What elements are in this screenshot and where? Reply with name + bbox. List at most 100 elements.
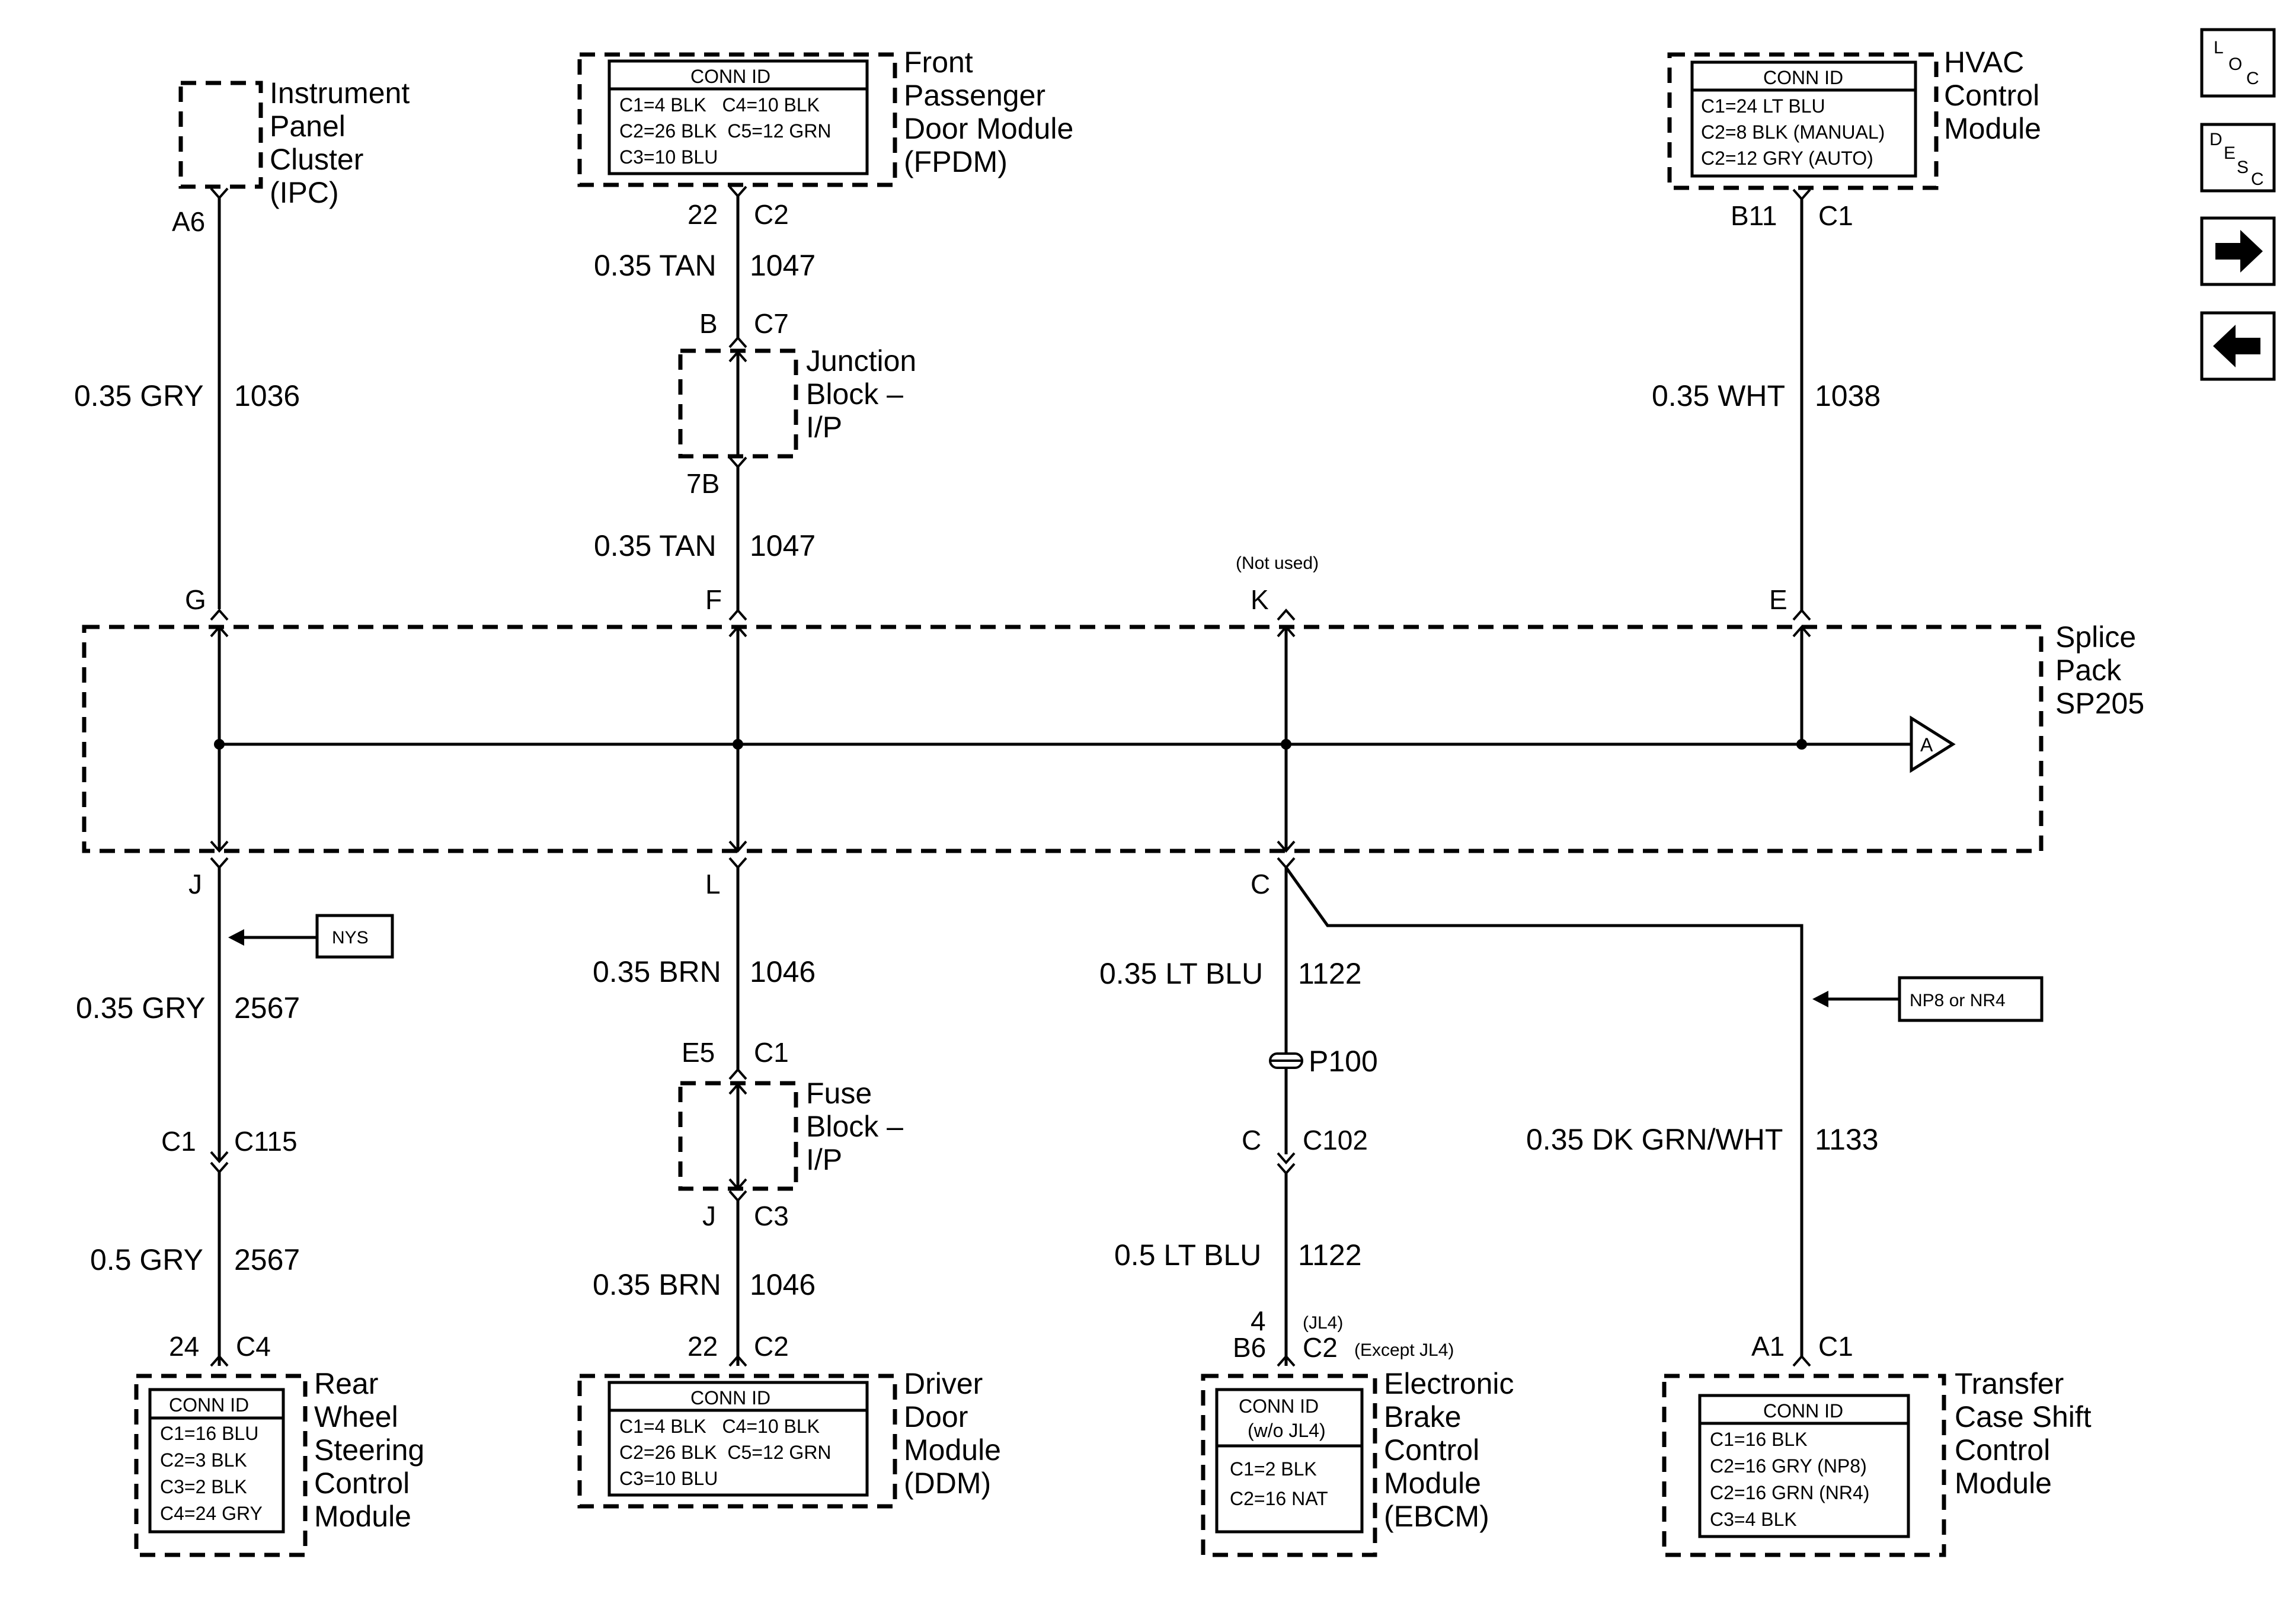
- fpdm-label-4: (FPDM): [904, 145, 1008, 178]
- ipc-label-1: Instrument: [270, 76, 410, 110]
- rwsc-conn-row-3: C3=2 BLK: [160, 1476, 247, 1497]
- wire-ipc-1036-gauge: 0.35 GRY: [74, 379, 204, 412]
- ddm-label-4: (DDM): [904, 1467, 991, 1500]
- tcsm-label-3: Control: [1955, 1433, 2050, 1467]
- nys-option-box: [315, 914, 394, 959]
- ebcm-label-2: Brake: [1384, 1400, 1462, 1433]
- tcsm-conn-id-box: [1698, 1394, 1910, 1538]
- hvac-label: HVAC Control Module: [1944, 46, 2041, 145]
- ebcm-label-4: Module: [1384, 1467, 1481, 1500]
- ipc-label-2: Panel: [270, 110, 346, 143]
- fpdm-connector: [728, 185, 747, 199]
- wire-ddm-1046b-gauge: 0.35 BRN: [593, 1268, 721, 1301]
- pin-7b: 7B: [686, 468, 720, 499]
- fpdm-label-3: Door Module: [904, 112, 1073, 145]
- tcsm-conn-title: CONN ID: [1763, 1400, 1843, 1422]
- tcsm-conn-row-3: C2=16 GRN (NR4): [1710, 1482, 1869, 1503]
- junction-label: Junction Block – I/P: [806, 344, 916, 444]
- ebcm-label-3: Control: [1384, 1433, 1479, 1467]
- ddm-connector: [728, 1354, 747, 1367]
- hvac-connector-e: [1792, 608, 1811, 621]
- hvac-conn-row-1: C1=24 LT BLU: [1701, 95, 1825, 117]
- ebcm-conn-id-box: [1215, 1388, 1364, 1534]
- pin-c1-tcsm: C1: [1818, 1331, 1853, 1362]
- pin-e5: E5: [682, 1037, 715, 1068]
- fpdm-conn-row-2: C2=26 BLK C5=12 GRN: [619, 120, 832, 142]
- pin-e: E: [1769, 584, 1787, 615]
- fpdm-conn-id-box: [607, 59, 869, 175]
- rwsc-label-1: Rear: [314, 1367, 378, 1400]
- pin-j-fuse: J: [702, 1201, 716, 1231]
- pin-g: G: [185, 584, 206, 615]
- arrow-right-icon: [2215, 230, 2263, 273]
- rwsc-connector: [210, 1354, 229, 1367]
- desc-letter-2: E: [2224, 143, 2236, 163]
- junction-connector-top: [728, 335, 747, 348]
- desc-letter-1: D: [2209, 130, 2223, 149]
- c102-connector-top: [1277, 1152, 1296, 1165]
- fuse-label-2: Block –: [806, 1110, 903, 1143]
- fpdm-conn-row-3: C3=10 BLU: [619, 146, 718, 168]
- loc-button[interactable]: L O C: [2200, 28, 2276, 98]
- splice-label-2: Pack: [2055, 654, 2122, 687]
- tcsm-connector: [1792, 1354, 1811, 1367]
- pin-c3: C3: [754, 1201, 789, 1231]
- splice-label-1: Splice: [2055, 620, 2136, 654]
- loc-letter-3: C: [2246, 69, 2259, 88]
- ipc-connector-j: [210, 857, 229, 870]
- np8-option-label: NP8 or NR4: [1910, 991, 2006, 1010]
- pin-c7: C7: [754, 308, 789, 339]
- wire-ipc-2567b-circuit: 2567: [234, 1243, 300, 1276]
- ebcm-connector: [1277, 1354, 1296, 1367]
- loc-letter-2: O: [2228, 55, 2242, 74]
- desc-button[interactable]: D E S C: [2200, 123, 2276, 193]
- ebcm-conn-sub: (w/o JL4): [1248, 1420, 1326, 1441]
- c115-connector-top: [210, 1151, 229, 1164]
- pin-c1-ipc: C1: [161, 1126, 196, 1157]
- hvac-label-1: HVAC: [1944, 46, 2024, 79]
- ddm-conn-id-box: [607, 1381, 869, 1497]
- pin-b: B: [699, 308, 718, 339]
- c102-connector-bot: [1277, 1163, 1296, 1176]
- ebcm-conn-row-1: C1=2 BLK: [1230, 1458, 1317, 1480]
- tcsm-outline: [1662, 1374, 1946, 1557]
- wire-hvac-1038-circuit: 1038: [1815, 379, 1881, 412]
- desc-letter-3: S: [2237, 158, 2249, 177]
- pin-c1-hvac: C1: [1818, 200, 1853, 231]
- ddm-conn-row-3: C3=10 BLU: [619, 1468, 718, 1489]
- ddm-label-2: Door: [904, 1400, 968, 1433]
- wire-tcsm-branch: [1284, 866, 1803, 1357]
- ebcm-conn-row-2: C2=16 NAT: [1230, 1488, 1328, 1509]
- fuse-arrow-bot: [728, 1178, 747, 1191]
- rwsc-label-3: Steering: [314, 1433, 424, 1467]
- pin-c2-top: C2: [754, 199, 789, 230]
- splice-arrow-icon: [1910, 715, 1956, 773]
- pin-c102: C102: [1303, 1125, 1368, 1156]
- ipc-connector-a6: [210, 187, 229, 200]
- wire-ebcm-1122b-gauge: 0.5 LT BLU: [1114, 1238, 1261, 1272]
- np8-option-box: [1898, 976, 2044, 1022]
- fuse-label: Fuse Block – I/P: [806, 1077, 903, 1176]
- next-button[interactable]: [2200, 216, 2276, 286]
- pin-22-top: 22: [687, 199, 718, 230]
- ddm-label-3: Module: [904, 1433, 1001, 1467]
- pin-j: J: [188, 869, 202, 900]
- wire-fpdm-1047b-circuit: 1047: [750, 529, 816, 562]
- loc-letter-1: L: [2214, 38, 2224, 57]
- tcsm-conn-row-1: C1=16 BLK: [1710, 1429, 1808, 1450]
- hvac-conn-row-3: C2=12 GRY (AUTO): [1701, 148, 1873, 169]
- junction-label-3: I/P: [806, 411, 842, 444]
- np8-arrow-icon: [1812, 991, 1828, 1007]
- hvac-label-3: Module: [1944, 112, 2041, 145]
- except-jl4-note: (Except JL4): [1354, 1340, 1454, 1360]
- prev-button[interactable]: [2200, 311, 2276, 381]
- pin-c-p100: C: [1242, 1125, 1261, 1156]
- hvac-conn-title: CONN ID: [1763, 67, 1843, 88]
- pin-c1-fuse: C1: [754, 1037, 789, 1068]
- wire-ipc-2567-circuit: 2567: [234, 991, 300, 1025]
- wire-fpdm-1047a-gauge: 0.35 TAN: [594, 249, 717, 282]
- fpdm-label-2: Passenger: [904, 79, 1045, 112]
- wire-ddm-1046a-circuit: 1046: [750, 955, 816, 988]
- splice-label-3: SP205: [2055, 687, 2144, 720]
